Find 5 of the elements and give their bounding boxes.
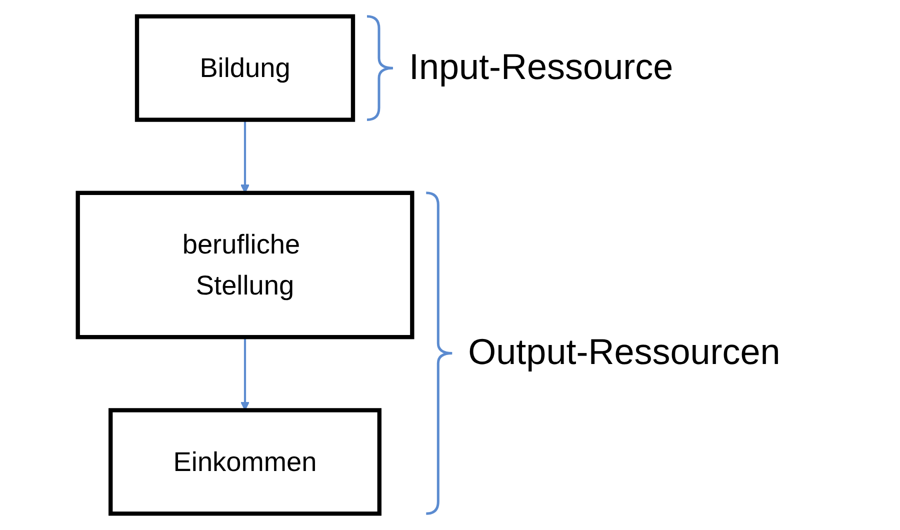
node-box: Bildung [134,14,356,122]
group-label: Output-Ressourcen [468,331,780,374]
group-label: Input-Ressource [408,46,674,88]
node-box: Einkommen [108,408,382,516]
node-box: berufliche Stellung [76,190,414,340]
